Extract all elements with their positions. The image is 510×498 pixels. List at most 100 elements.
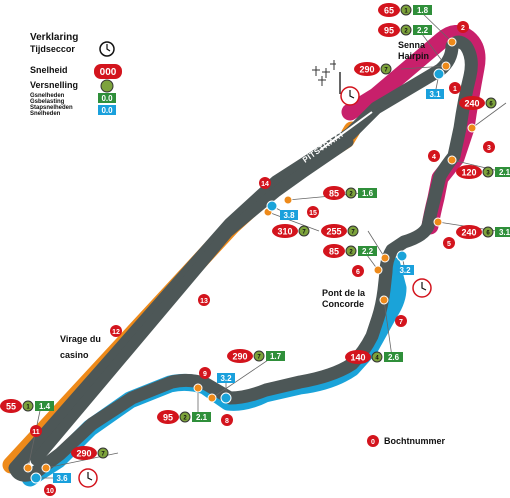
speed-value: 65 [384,6,394,16]
g-force-value: 1.4 [39,402,51,411]
gear-icon [345,245,357,257]
start-grid [312,60,341,94]
lateral-value: 3.2 [399,266,411,275]
track-point [447,155,457,165]
corner-badge-5 [443,237,455,249]
speed-badge [71,446,97,460]
speed-value: 310 [277,227,292,237]
corner-number-3: 3 [487,145,491,152]
track-points [23,37,477,484]
g-force-value: 2.6 [388,353,400,362]
lateral-value: 3.8 [283,211,295,220]
corner-badge-7 [395,315,407,327]
corner-badge-10 [44,484,56,496]
legend-g-badge-2 [98,105,116,115]
track-inner [30,136,354,466]
corner-badge-1 [449,82,461,94]
corner-number-9: 9 [203,371,207,378]
track-point [447,37,457,47]
callout-leaders [27,9,507,479]
speed-value: 140 [350,353,365,363]
callout-leader [383,299,393,358]
sector-markers [78,86,432,488]
callout-leader [27,405,42,469]
track-point [373,265,383,275]
lateral-point [266,200,278,212]
legend-g-badge-1 [98,93,116,103]
speed-badge [456,225,482,239]
gear-value: 6 [486,231,490,237]
g-force-badge [358,188,377,198]
corner-legend-label: Bochtnummer [384,436,446,446]
g-force-value: 2.1 [196,413,208,422]
g-force-value: 1.8 [417,6,429,15]
g-force-badge [495,167,510,177]
lateral-value: 3.1 [429,90,441,99]
gear-value: 7 [384,68,388,74]
virage-label-1: Virage du [60,334,101,344]
track-point [433,217,443,227]
corner-badge-12 [110,325,122,337]
speed-badge [456,165,482,179]
place-labels: Senna Hairpin Pont de la Concorde Virage… [60,40,429,360]
senna-label-1: Senna [398,40,426,50]
track-point [41,463,51,473]
lateral-point [220,392,232,404]
g-force-badge [384,352,403,362]
corner-badge-3 [483,141,495,153]
pont-label-2: Concorde [322,299,364,309]
corner-number-5: 5 [447,241,451,248]
corner-legend-badge [367,435,379,447]
g-force-badge [413,25,432,35]
track-point [467,123,477,133]
g-force-badge [358,246,377,256]
callout-leader [267,211,320,232]
lateral-point [396,250,408,262]
lateral-badge [217,373,235,383]
gear-icon [97,447,109,459]
speed-badge [354,62,380,76]
legend-speed-value: 000 [100,67,117,78]
track-point [193,383,203,393]
gear-value: 1 [404,9,408,15]
gear-value: 2 [404,29,408,35]
pit-lane-edge [366,107,382,123]
corner-number-10: 10 [46,488,54,495]
speed-badge [323,186,345,200]
callout-leader [400,65,447,70]
speed-value: 290 [76,449,91,459]
gear-icon [400,24,412,36]
speed-badge [227,349,253,363]
g-force-value: 2.1 [499,168,510,177]
speed-value: 85 [329,189,339,199]
legend-speed-badge [94,64,122,79]
speed-value: 290 [232,352,247,362]
gear-icon [179,411,191,423]
gear-icon [380,63,392,75]
corner-number-4: 4 [432,154,436,161]
gear-value: 4 [375,356,379,362]
speed-badge [272,224,298,238]
callout-leader [471,102,507,129]
gear-icon [22,400,34,412]
speed-value: 55 [6,402,16,412]
speed-badge [345,350,371,364]
lateral-g-callouts: 3.13.23.23.63.8 [53,89,444,483]
gear-value: 3 [486,171,490,177]
lateral-point [30,472,42,484]
legend-g-label-1: Gsnelheden [30,93,65,99]
gear-icon [485,97,497,109]
callout-leader [451,159,504,173]
gear-icon [482,226,494,238]
gear-icon [345,187,357,199]
corner-number-13: 13 [200,298,208,305]
speed-value: 85 [329,247,339,257]
corner-badge-15 [307,206,319,218]
pit-lane [319,111,373,151]
lateral-badge [53,473,71,483]
g-force-badge [192,412,211,422]
corner-badge-6 [352,265,364,277]
corner-legend: 0 Bochtnummer [367,435,446,447]
